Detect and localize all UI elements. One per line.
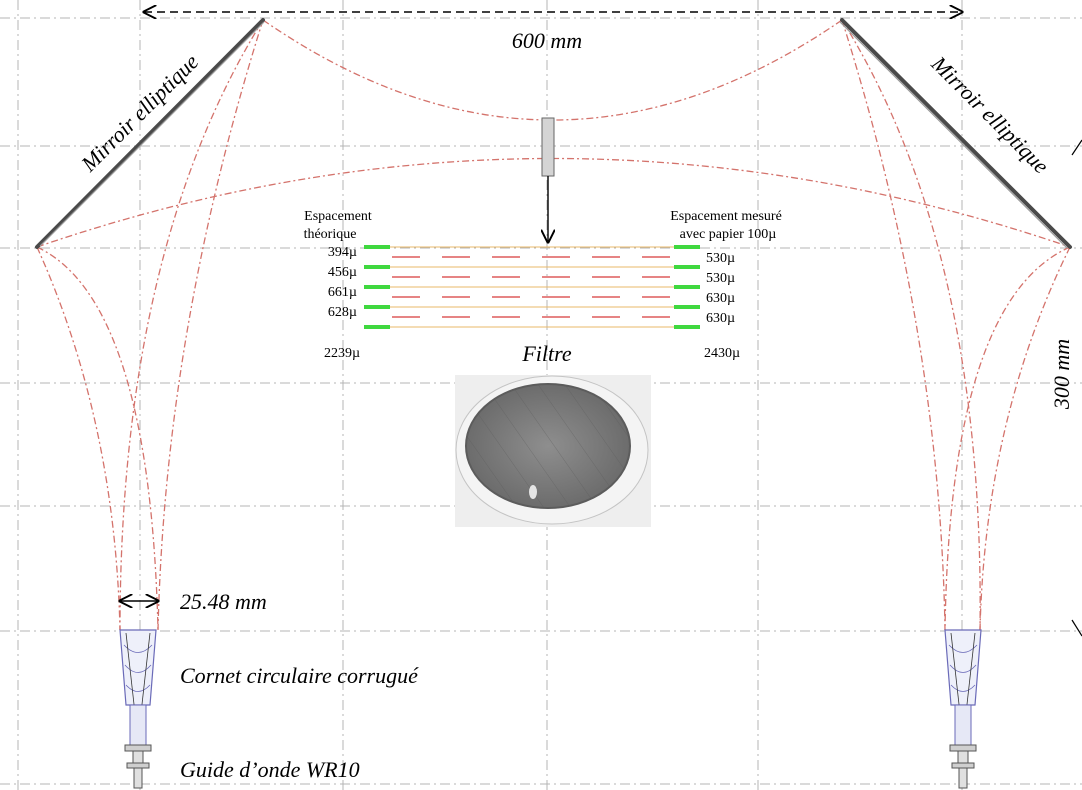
height-dim-tick-bottom: [1071, 619, 1082, 637]
beam-right-cross-2: [841, 19, 981, 631]
filter-photo: [455, 375, 651, 527]
spacer-right: [674, 285, 700, 289]
beam-right-cross-1: [944, 246, 1071, 631]
measured-spacing-value: 530µ: [706, 271, 735, 286]
left-spacing-header-2: théorique: [304, 227, 357, 242]
measured-spacing-value: 530µ: [706, 251, 735, 266]
spacer-left: [364, 305, 390, 309]
beam-right-inner: [841, 19, 946, 631]
spacer-right: [674, 245, 700, 249]
theoretical-spacing-value: 661µ: [328, 285, 357, 300]
beam-left-cross-2: [119, 19, 264, 631]
horn-right: [944, 629, 982, 789]
beam-left-outer: [36, 246, 121, 631]
spacer-right: [674, 265, 700, 269]
mirror-left: [35, 18, 265, 249]
theoretical-spacing-value: 456µ: [328, 265, 357, 280]
width-dimension-label: 600 mm: [512, 28, 582, 53]
horn-left: [119, 629, 157, 789]
beam-paths: [36, 19, 1071, 631]
spacer-right: [674, 325, 700, 329]
height-dimension-label: 300 mm: [1049, 339, 1074, 410]
total-measured: 2430µ: [704, 346, 740, 361]
spacer-right: [674, 305, 700, 309]
spacer-left: [364, 265, 390, 269]
left-spacing-header-1: Espacement: [304, 209, 372, 224]
mirror-right-label: Mirroir elliptique: [926, 50, 1054, 178]
mirror-left-label: Mirroir elliptique: [75, 49, 203, 177]
spacer-left: [364, 285, 390, 289]
spacer-left: [364, 325, 390, 329]
beam-left-cross-1: [36, 246, 159, 631]
beam-left-inner: [157, 19, 264, 631]
waveguide-label: Guide d’onde WR10: [180, 757, 360, 782]
right-spacing-header-1: Espacement mesuré: [670, 209, 782, 224]
beam-right-outer: [979, 246, 1071, 631]
aperture-label: 25.48 mm: [180, 589, 267, 614]
height-dim-tick-top: [1071, 139, 1082, 156]
filter-holder: [541, 117, 555, 177]
filter-layers: [364, 245, 700, 329]
filter-label: Filtre: [521, 341, 572, 366]
measured-spacing-value: 630µ: [706, 311, 735, 326]
total-theoretical: 2239µ: [324, 346, 360, 361]
mirror-right: [839, 18, 1072, 249]
theoretical-spacing-value: 394µ: [328, 245, 357, 260]
spacer-left: [364, 245, 390, 249]
horn-label: Cornet circulaire corrugué: [180, 663, 419, 688]
theoretical-spacing-value: 628µ: [328, 305, 357, 320]
measured-spacing-value: 630µ: [706, 291, 735, 306]
right-spacing-header-2: avec papier 100µ: [680, 227, 777, 242]
